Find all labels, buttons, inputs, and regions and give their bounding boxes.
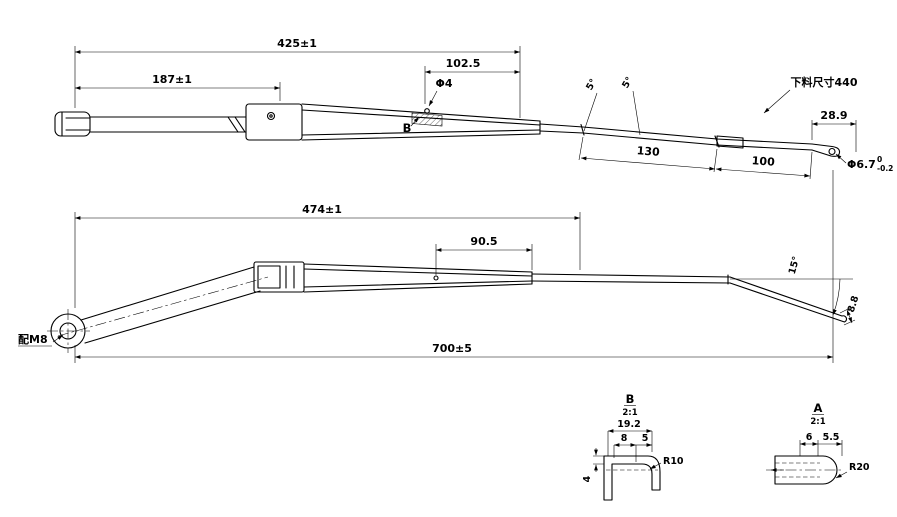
detail-b-scale: 2:1 bbox=[622, 408, 637, 418]
dim-425-label: 425±1 bbox=[277, 37, 317, 50]
dim-90-5-label: 90.5 bbox=[470, 235, 497, 248]
hook-end-inner-lines bbox=[65, 117, 91, 131]
rod-clip bbox=[716, 135, 744, 149]
m8-leader bbox=[52, 334, 64, 343]
channel-side-outline bbox=[303, 263, 533, 293]
r20-leader bbox=[835, 471, 848, 479]
dim-5-label: 5 bbox=[642, 433, 649, 444]
pivot-hole-center bbox=[269, 114, 273, 118]
channel-outline bbox=[301, 103, 541, 141]
r10-label: R10 bbox=[663, 456, 684, 467]
angle-a-label: 5° bbox=[584, 77, 599, 92]
section-hatch bbox=[411, 112, 443, 127]
tip-dia-tol-lower: -0.2 bbox=[877, 164, 893, 173]
pivot-block bbox=[245, 103, 303, 141]
tip-dia-tol-upper: 0 bbox=[877, 155, 882, 164]
detail-a: A 2:1 6 5.5 R20 bbox=[766, 401, 870, 485]
angle-arc bbox=[832, 278, 841, 316]
dim-700-label: 700±5 bbox=[432, 342, 472, 355]
rod-bottom-edge bbox=[539, 130, 813, 151]
blank-size-note: 下料尺寸440 bbox=[791, 75, 858, 89]
detail-a-scale: 2:1 bbox=[810, 417, 825, 427]
pivot-hole bbox=[266, 111, 276, 121]
top-view-part bbox=[54, 103, 841, 157]
dim-102-5-label: 102.5 bbox=[446, 57, 481, 70]
phi4-hole bbox=[424, 108, 430, 114]
hook-end-outline bbox=[54, 111, 91, 137]
hinge-block bbox=[253, 261, 305, 293]
dim-line-8-8 bbox=[846, 309, 853, 324]
tip-rivet bbox=[828, 147, 836, 156]
section-b-label: B bbox=[403, 121, 412, 135]
dim-19-2-label: 19.2 bbox=[617, 419, 640, 430]
hinge-inner bbox=[257, 265, 281, 289]
hinge-edges bbox=[285, 265, 295, 289]
bend-crease-lines bbox=[227, 116, 246, 133]
rod-side-bent-tip bbox=[729, 276, 848, 323]
detail-b: B 2:1 19.2 8 5 4 R10 bbox=[582, 392, 684, 501]
angle-leader-lines bbox=[583, 90, 641, 136]
arm-centerline bbox=[57, 276, 269, 337]
shoulder-top bbox=[80, 266, 255, 321]
section-b-arrow bbox=[410, 116, 420, 127]
side-view-centerlines bbox=[47, 276, 269, 353]
detail-b-label: B bbox=[626, 392, 635, 406]
pin-hole bbox=[433, 275, 439, 281]
side-view-dim-lines bbox=[52, 170, 856, 363]
hook-section-profile bbox=[603, 455, 661, 501]
blank-note-leader bbox=[763, 89, 791, 114]
rod-side bbox=[531, 273, 731, 284]
dim-5-5-label: 5.5 bbox=[823, 432, 840, 443]
side-view-part bbox=[50, 261, 848, 349]
ext-line bbox=[613, 445, 637, 462]
dim-line-130 bbox=[580, 156, 716, 171]
dim-187-label: 187±1 bbox=[152, 73, 192, 86]
angle-b-label: 5° bbox=[620, 75, 635, 90]
phi4-label: Φ4 bbox=[435, 77, 452, 90]
top-view-dim-lines bbox=[74, 46, 857, 180]
detail-a-label: A bbox=[814, 401, 823, 415]
bend-angle-label: 15° bbox=[787, 255, 802, 275]
dim-130-label: 130 bbox=[636, 144, 660, 159]
ext-line bbox=[593, 455, 604, 465]
boss-centerlines bbox=[47, 309, 90, 353]
shoulder-bottom bbox=[84, 290, 261, 344]
tip-dia-label: Φ6.7 bbox=[847, 158, 876, 171]
ext-line bbox=[607, 431, 653, 456]
channel-side-folds bbox=[303, 268, 533, 288]
phi4-leader bbox=[428, 90, 438, 107]
r20-label: R20 bbox=[849, 462, 870, 473]
dim-100-label: 100 bbox=[751, 154, 775, 169]
dim-4-label: 4 bbox=[582, 475, 593, 482]
dim-474-label: 474±1 bbox=[302, 203, 342, 216]
tip-outline bbox=[811, 143, 841, 157]
tip-dia-leader bbox=[835, 153, 847, 164]
dim-6-label: 6 bbox=[806, 432, 813, 443]
dim-28-9-label: 28.9 bbox=[820, 109, 847, 122]
tip-drop-label: 8.8 bbox=[846, 294, 862, 314]
arm-strip bbox=[89, 116, 247, 133]
thread-note-label: 配M8 bbox=[18, 332, 48, 346]
dim-8-label: 8 bbox=[621, 433, 628, 444]
dim-line-100 bbox=[715, 167, 811, 178]
tip-hidden-lines bbox=[775, 462, 820, 478]
rod-top-edge bbox=[539, 123, 813, 145]
